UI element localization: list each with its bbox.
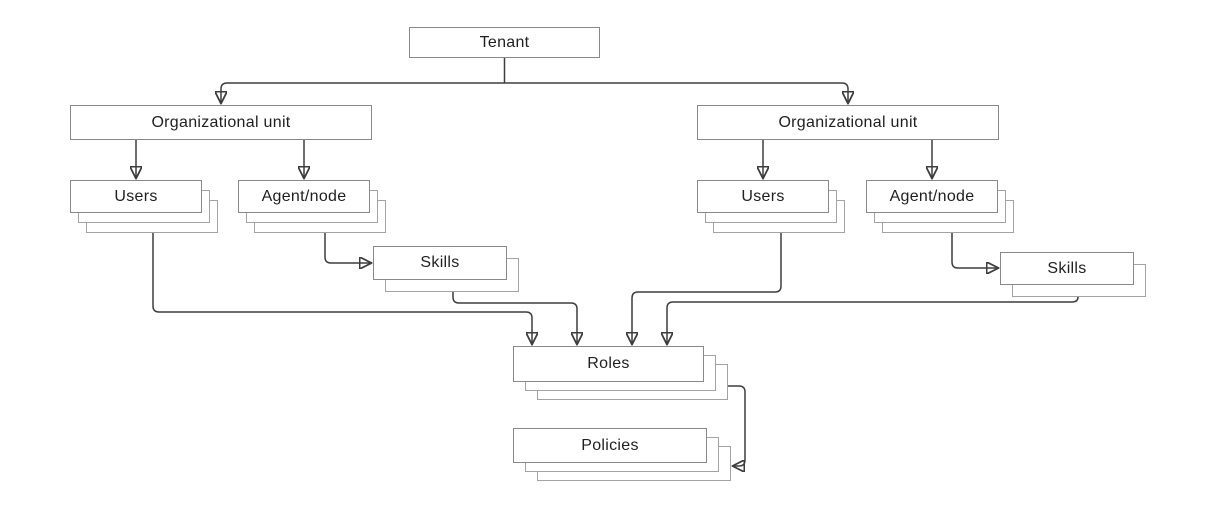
skills-right-box: Skills (1000, 252, 1134, 285)
organizational-unit-right-box: Organizational unit (697, 105, 999, 140)
node-skills-right: Skills (1000, 252, 1146, 297)
edge-skills-left-roles (452, 292, 577, 344)
agent-node-right-box: Agent/node (866, 180, 998, 213)
node-agent-node-right: Agent/node (866, 180, 1014, 233)
node-tenant: Tenant (409, 27, 600, 58)
policies-label: Policies (581, 436, 639, 454)
node-roles: Roles (513, 346, 728, 400)
roles-box: Roles (513, 346, 704, 382)
node-skills-left: Skills (373, 246, 519, 292)
agent-node-left-box: Agent/node (238, 180, 370, 213)
edge-tenant-ou-left (221, 82, 505, 103)
node-organizational-unit-right: Organizational unit (697, 105, 999, 140)
skills-left-box: Skills (373, 246, 507, 280)
node-organizational-unit-left: Organizational unit (70, 105, 372, 140)
node-users-right: Users (697, 180, 845, 233)
edge-tenant-ou-right (504, 82, 849, 103)
edge-agent-right-skills-right (951, 233, 998, 268)
tenant-label: Tenant (479, 33, 530, 51)
policies-box: Policies (513, 428, 707, 463)
edge-agent-left-skills-left (324, 233, 371, 263)
node-policies: Policies (513, 428, 731, 481)
organizational-unit-right-label: Organizational unit (778, 113, 918, 131)
edge-users-right-roles (632, 233, 782, 344)
users-right-label: Users (741, 187, 785, 205)
organizational-unit-left-box: Organizational unit (70, 105, 372, 140)
tenant-box: Tenant (409, 27, 600, 58)
node-users-left: Users (70, 180, 218, 233)
skills-left-label: Skills (420, 254, 460, 271)
users-left-box: Users (70, 180, 202, 213)
skills-right-label: Skills (1047, 259, 1087, 277)
roles-label: Roles (587, 355, 630, 372)
users-left-label: Users (114, 187, 158, 205)
node-agent-node-left: Agent/node (238, 180, 386, 233)
edge-skills-right-roles (667, 296, 1079, 344)
agent-node-left-label: Agent/node (261, 187, 347, 205)
agent-node-right-label: Agent/node (889, 187, 975, 205)
users-right-box: Users (697, 180, 829, 213)
organizational-unit-left-label: Organizational unit (151, 113, 291, 131)
